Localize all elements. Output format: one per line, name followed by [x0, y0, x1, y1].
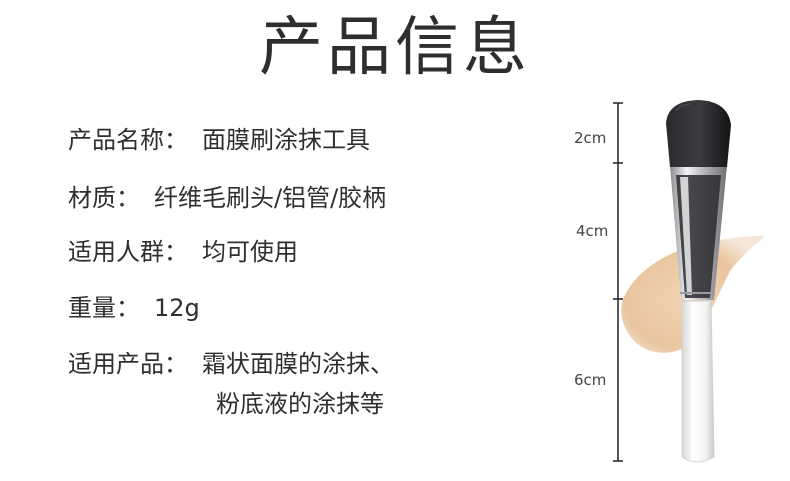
measure-label-4cm: 4cm	[576, 222, 609, 240]
spec-value: 均可使用	[202, 238, 298, 266]
spec-label: 适用人群：	[68, 238, 188, 266]
spec-applicable-products: 适用产品： 霜状面膜的涂抹、 粉底液的涂抹等	[68, 348, 394, 418]
spec-material: 材质： 纤维毛刷头/铝管/胶柄	[68, 182, 386, 214]
spec-value: 12g	[154, 294, 200, 322]
spec-value: 纤维毛刷头/铝管/胶柄	[154, 184, 387, 212]
spec-label: 产品名称：	[68, 126, 188, 154]
spec-weight: 重量： 12g	[68, 292, 200, 324]
spec-label: 材质：	[68, 184, 140, 212]
measure-label-2cm: 2cm	[574, 129, 607, 147]
brush-handle	[681, 300, 715, 463]
spec-value: 霜状面膜的涂抹、	[202, 350, 394, 378]
spec-label: 适用产品：	[68, 350, 188, 378]
measure-label-6cm: 6cm	[574, 371, 607, 389]
brush-bristles	[666, 100, 731, 167]
spec-label: 重量：	[68, 294, 140, 322]
spec-target-users: 适用人群： 均可使用	[68, 236, 298, 268]
brush-diagram	[613, 100, 765, 463]
spec-value: 面膜刷涂抹工具	[202, 126, 370, 154]
page-title: 产品信息	[259, 11, 531, 85]
measurement-bracket	[613, 102, 623, 462]
spec-product-name: 产品名称： 面膜刷涂抹工具	[68, 124, 370, 156]
spec-value-line2: 粉底液的涂抹等	[216, 390, 384, 418]
